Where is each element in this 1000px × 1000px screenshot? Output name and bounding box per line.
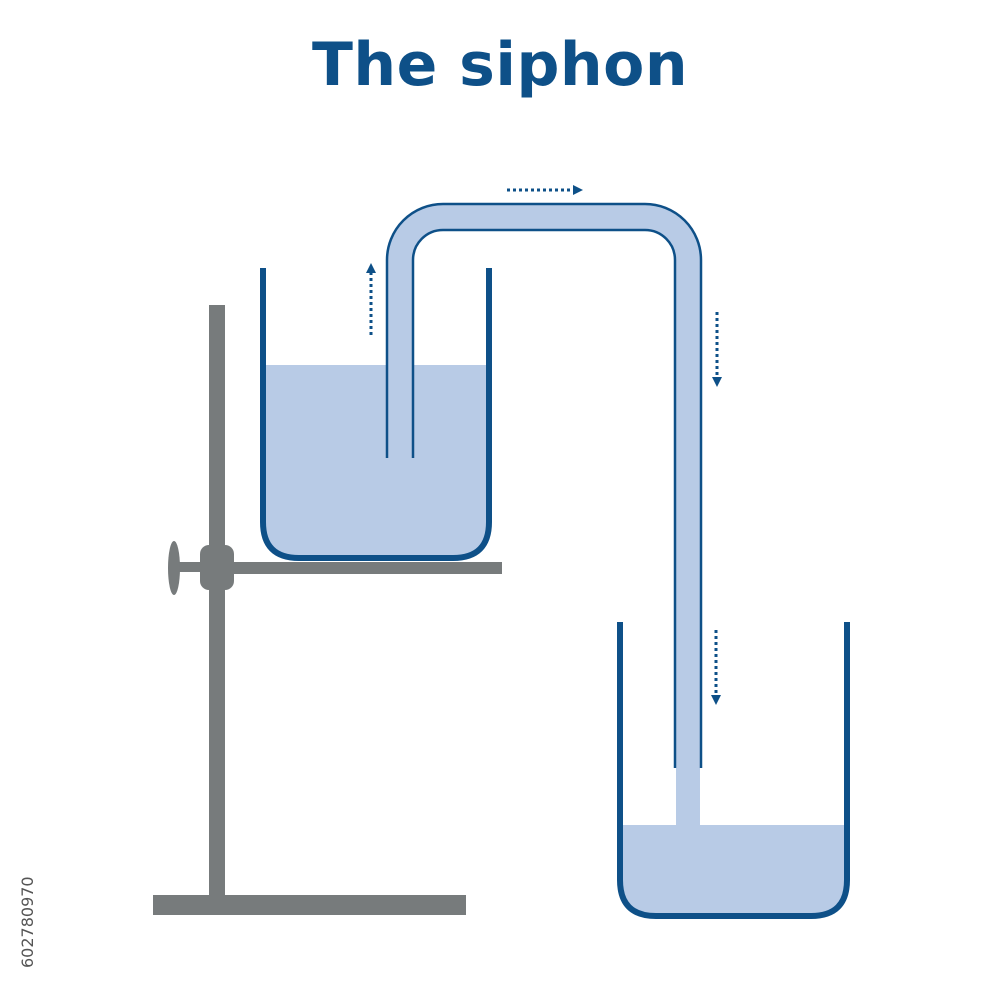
upper-beaker-outline [260,268,492,561]
lower-beaker [617,622,850,919]
lower-beaker-liquid [622,825,845,914]
page-title: The siphon [311,30,689,100]
stand-clamp [200,545,234,590]
stand-base [153,895,466,915]
lower-beaker-outline [617,622,850,919]
clamp-screw-knob [168,541,180,595]
clamp-screw-shaft [172,562,202,572]
siphon-tube-outer-wall [385,202,703,768]
lab-stand [153,305,502,915]
siphon-tube-inner-wall [411,228,677,768]
flow-arrows [366,185,722,705]
upper-beaker-liquid [264,365,488,558]
upper-beaker [260,268,492,561]
stand-rod [209,305,225,905]
stock-id-label: 602780970 [18,876,37,968]
siphon-tube [385,202,703,826]
outflow-stream [676,768,700,826]
stand-shelf [205,562,502,574]
